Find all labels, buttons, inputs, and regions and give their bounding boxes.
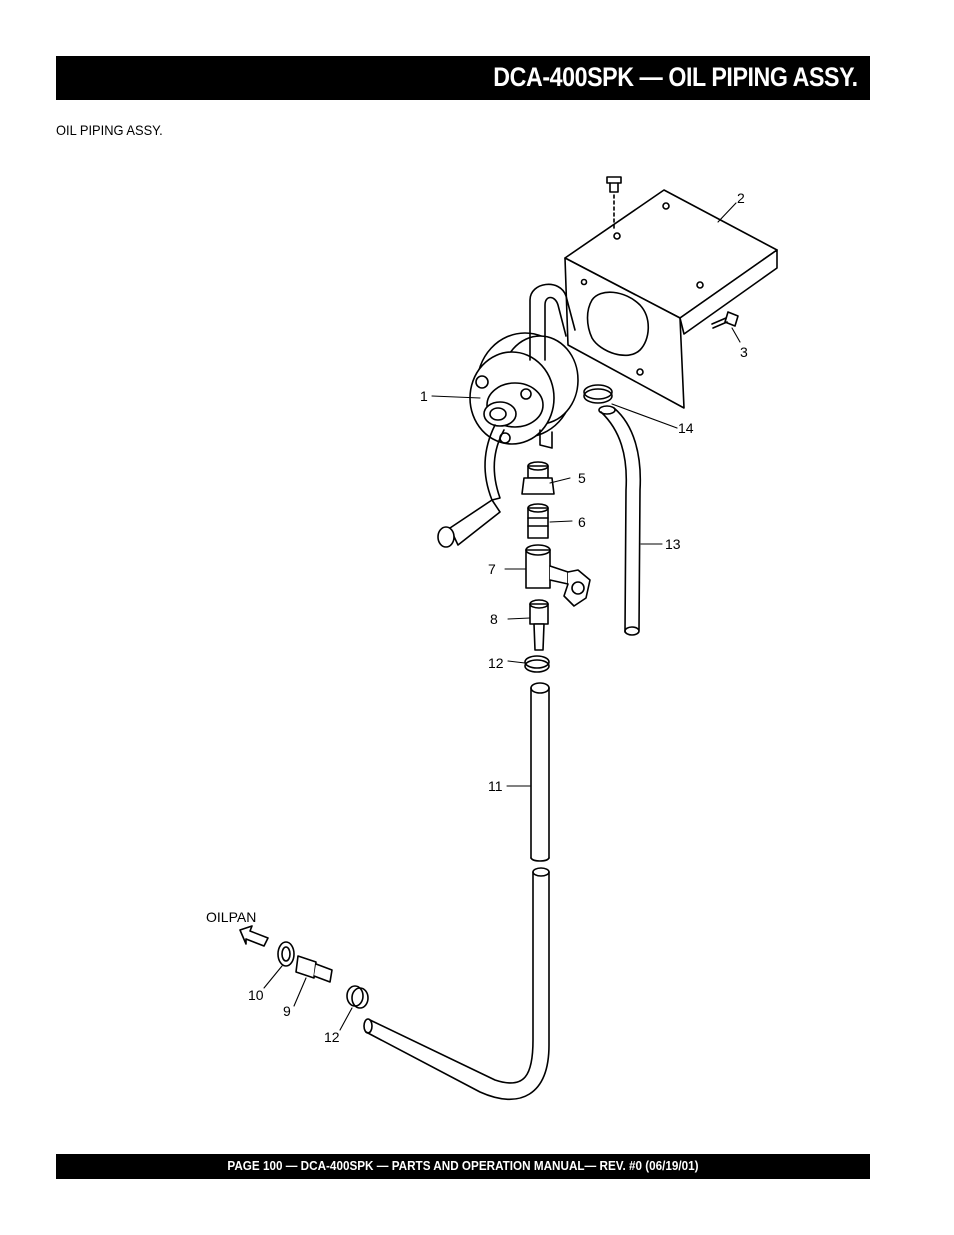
fitting-6	[527, 503, 549, 539]
callout-6: 6	[578, 514, 586, 530]
page-title: DCA-400SPK — OIL PIPING ASSY.	[493, 62, 859, 92]
header-bar: DCA-400SPK — OIL PIPING ASSY.	[56, 56, 870, 100]
callout-1: 1	[420, 388, 428, 404]
callout-12-top: 12	[488, 655, 504, 671]
callout-2: 2	[737, 190, 745, 206]
section-subtitle: OIL PIPING ASSY.	[56, 122, 163, 138]
hose-11	[363, 682, 550, 1101]
valve-7	[525, 544, 591, 607]
callout-13: 13	[665, 536, 681, 552]
leader-lines	[263, 202, 741, 1031]
callout-14: 14	[678, 420, 694, 436]
top-bolt	[606, 176, 622, 229]
fitting-5	[521, 461, 555, 495]
oilpan-arrow	[239, 925, 269, 947]
footer-bar: PAGE 100 — DCA-400SPK — PARTS AND OPERAT…	[56, 1154, 870, 1179]
callout-10: 10	[248, 987, 264, 1003]
clamp-12-top	[524, 655, 550, 673]
side-bolt	[711, 311, 739, 329]
callout-9: 9	[283, 1003, 291, 1019]
callout-5: 5	[578, 470, 586, 486]
oilpan-label: OILPAN	[206, 909, 256, 925]
fitting-8	[529, 599, 549, 651]
hose-13	[598, 405, 642, 636]
callout-numbers: 1 2 3 5 6 7 8 12 13 14 11 10 9 12 OILPAN	[206, 190, 748, 1045]
fitting-9	[295, 955, 333, 983]
callout-12-bottom: 12	[324, 1029, 340, 1045]
clamp-14	[583, 384, 613, 404]
callout-7: 7	[488, 561, 496, 577]
hand-pump	[437, 283, 579, 548]
callout-11: 11	[488, 778, 503, 794]
clamp-12-bottom	[346, 985, 369, 1009]
washer-10	[277, 941, 295, 967]
footer-text: PAGE 100 — DCA-400SPK — PARTS AND OPERAT…	[227, 1158, 699, 1173]
bracket	[564, 189, 778, 409]
callout-3: 3	[740, 344, 748, 360]
callout-8: 8	[490, 611, 498, 627]
